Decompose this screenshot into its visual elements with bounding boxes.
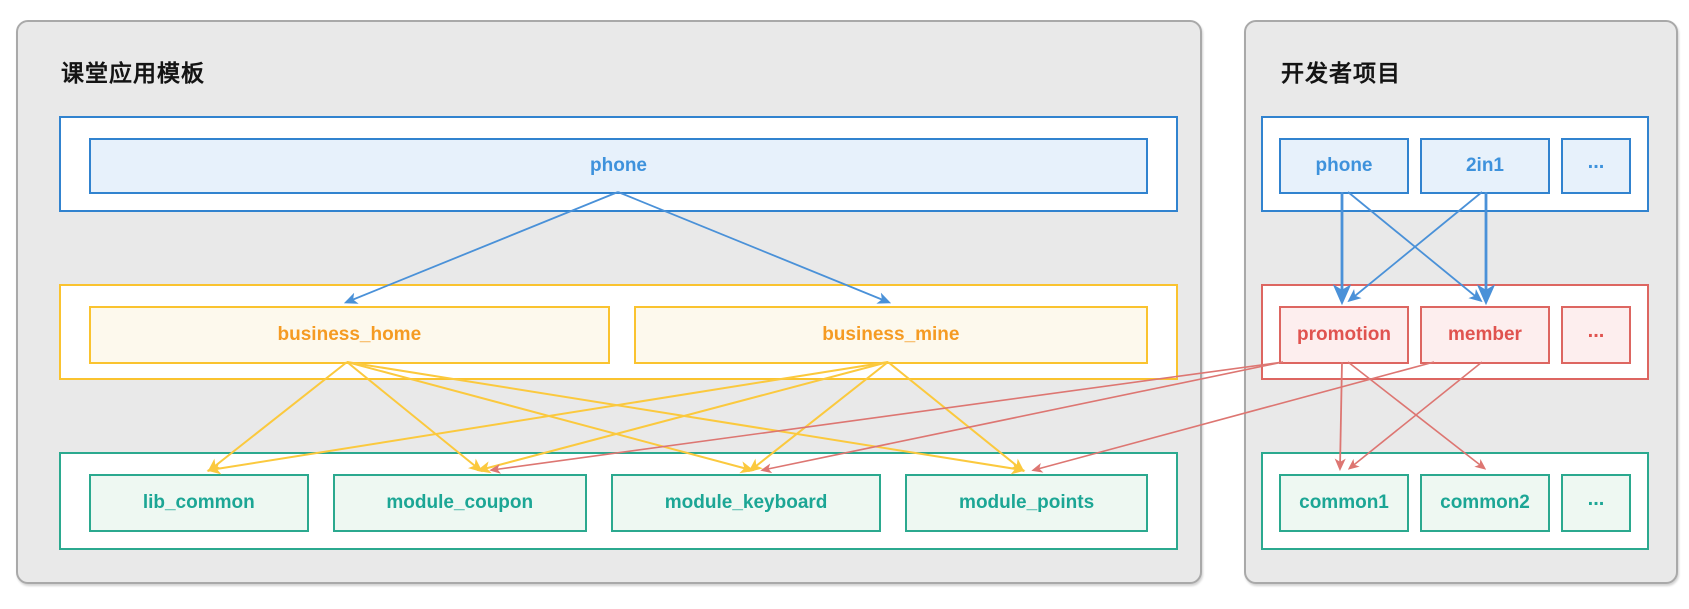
node-label: module_coupon — [386, 492, 534, 513]
node-dev-2in1: 2in1 — [1420, 138, 1550, 194]
template-business-row: business_home business_mine — [59, 284, 1178, 380]
node-dev-common-ellipsis: ... — [1561, 474, 1631, 532]
node-label: promotion — [1297, 324, 1391, 345]
node-member: member — [1420, 306, 1550, 364]
node-lib-common: lib_common — [89, 474, 309, 532]
node-label: 2in1 — [1465, 155, 1505, 176]
node-dev-phone: phone — [1279, 138, 1409, 194]
node-template-phone: phone — [89, 138, 1148, 194]
node-business-home: business_home — [89, 306, 610, 364]
node-common1: common1 — [1279, 474, 1409, 532]
node-dev-app-ellipsis: ... — [1561, 138, 1631, 194]
node-common2: common2 — [1420, 474, 1550, 532]
panel-developer-title: 开发者项目 — [1281, 60, 1401, 86]
panel-template-title: 课堂应用模板 — [61, 60, 205, 86]
node-label: member — [1448, 324, 1522, 345]
node-label: phone — [1315, 155, 1373, 176]
ellipsis-label: ... — [1587, 319, 1605, 342]
node-promotion: promotion — [1279, 306, 1409, 364]
developer-common-row: common1 common2 ... — [1261, 452, 1649, 550]
node-label: module_keyboard — [664, 492, 828, 513]
node-label: lib_common — [142, 492, 255, 513]
developer-business-row: promotion member ... — [1261, 284, 1649, 380]
ellipsis-label: ... — [1587, 150, 1605, 173]
node-module-points: module_points — [905, 474, 1148, 532]
node-label: business_mine — [822, 324, 960, 345]
node-label: business_home — [277, 324, 422, 345]
template-app-row: phone — [59, 116, 1178, 212]
node-label: common2 — [1440, 492, 1530, 513]
node-label: module_points — [959, 492, 1095, 513]
node-business-mine: business_mine — [633, 306, 1149, 364]
developer-app-row: phone 2in1 ... — [1261, 116, 1649, 212]
node-dev-business-ellipsis: ... — [1561, 306, 1631, 364]
node-module-coupon: module_coupon — [332, 474, 587, 532]
node-label: phone — [590, 155, 647, 176]
node-label: common1 — [1299, 492, 1389, 513]
template-modules-row: lib_common module_coupon module_keyboard… — [59, 452, 1178, 550]
node-module-keyboard: module_keyboard — [610, 474, 882, 532]
ellipsis-label: ... — [1587, 487, 1605, 510]
